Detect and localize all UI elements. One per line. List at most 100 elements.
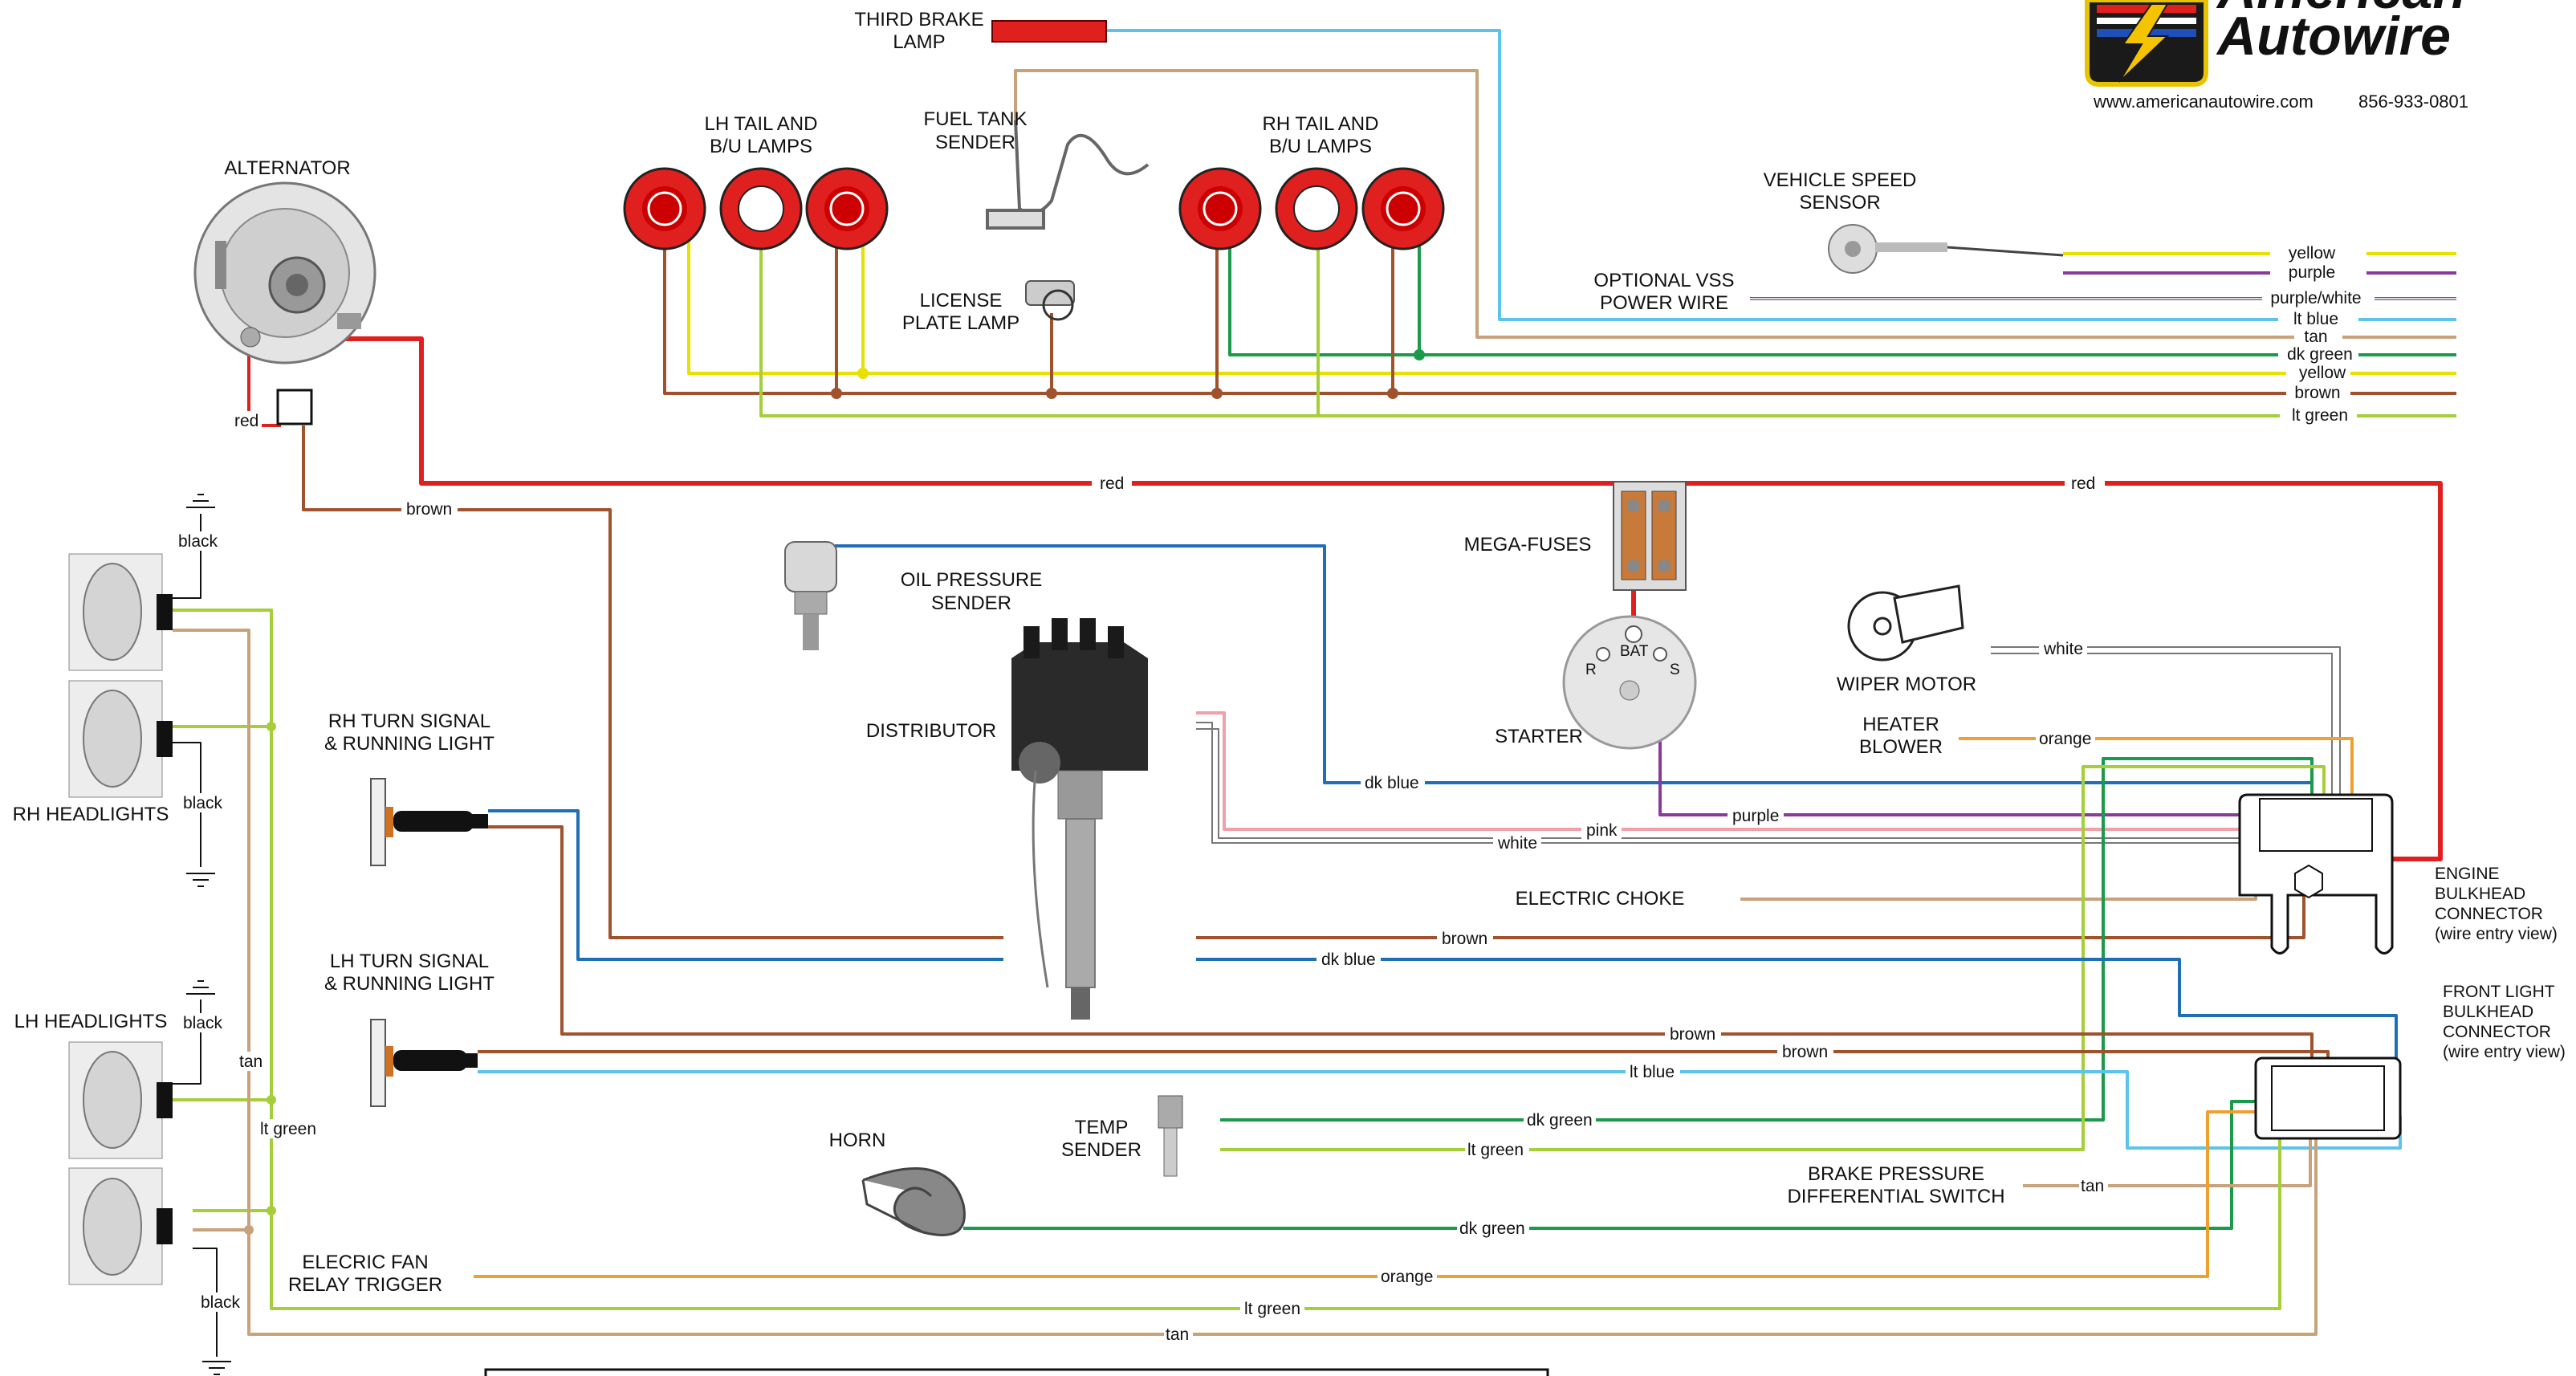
vehicle-speed-sensor-icon xyxy=(1828,224,2064,274)
svg-text:orange: orange xyxy=(2039,730,2091,748)
label-heater-1: HEATER xyxy=(1862,714,1939,735)
wire-label: red xyxy=(2065,474,2105,493)
svg-text:lt green: lt green xyxy=(1467,1141,1524,1159)
wire-ltgreen-bulk xyxy=(1220,765,2326,1151)
svg-text:purple/white: purple/white xyxy=(2270,289,2361,307)
wire-label: tan xyxy=(2294,328,2342,346)
starter-icon xyxy=(1562,615,1697,750)
wire-ground-3 xyxy=(173,999,201,1085)
wire-label: purple xyxy=(1728,806,1784,825)
lh-turn-signal-icon xyxy=(370,1019,478,1107)
wire-dist-white xyxy=(1196,722,2368,844)
headlights xyxy=(68,553,173,1285)
svg-text:lt green: lt green xyxy=(1244,1300,1300,1318)
wire-label: dk green xyxy=(1524,1110,1596,1130)
label-third-brake-1: THIRD BRAKE xyxy=(854,9,983,31)
lamp-icon xyxy=(805,167,889,250)
label-engine-bulkhead-3: CONNECTOR xyxy=(2435,905,2543,923)
rh-tail-lamps xyxy=(1178,167,1445,250)
label-third-brake-2: LAMP xyxy=(893,31,945,53)
wire-label: brown xyxy=(401,499,458,519)
lamp-icon xyxy=(1275,167,1358,250)
distributor-icon xyxy=(1011,618,1148,1020)
wire-tail-lt-green xyxy=(759,241,2456,417)
license-plate-lamp-icon xyxy=(1025,280,1075,321)
svg-text:tan: tan xyxy=(2304,328,2327,346)
brand-name-line1: American xyxy=(2216,0,2466,20)
wire-fuel-tan xyxy=(1014,69,2456,339)
svg-text:tan: tan xyxy=(1166,1325,1189,1344)
headlight-icon xyxy=(68,1167,173,1285)
label-mega-fuses: MEGA-FUSES xyxy=(1464,534,1592,556)
wire-label: red xyxy=(1092,474,1132,493)
wire-label: tan xyxy=(2079,1176,2108,1195)
wire-lh-turn-brown xyxy=(478,1050,2330,1072)
label-starter-r: R xyxy=(1585,662,1597,678)
label-lh-turn-1: LH TURN SIGNAL xyxy=(330,951,489,972)
wire-starter-purple xyxy=(1658,654,2336,816)
svg-text:black: black xyxy=(201,1293,241,1312)
svg-text:pink: pink xyxy=(1586,821,1618,840)
headlight-icon xyxy=(68,553,173,671)
wire-label: brown xyxy=(1665,1024,1721,1044)
label-wiper: WIPER MOTOR xyxy=(1837,674,1976,695)
svg-text:dk green: dk green xyxy=(1459,1219,1525,1238)
wire-label: purple/white xyxy=(2262,289,2375,307)
front-light-bulkhead-connector xyxy=(2254,1056,2402,1140)
wire-choke-tan xyxy=(1740,845,2312,901)
label-rh-turn-2: & RUNNING LIGHT xyxy=(324,733,494,755)
label-engine-bulkhead-1: ENGINE xyxy=(2435,865,2500,883)
wire-wiper-white xyxy=(1991,646,2341,803)
ground-symbols xyxy=(186,494,231,1375)
wire-rh-turn-dk-blue xyxy=(488,809,1003,961)
label-license-2: PLATE LAMP xyxy=(902,312,1019,334)
wire-label: orange xyxy=(1378,1267,1437,1286)
wire-lh-turn-lt-blue xyxy=(478,1070,2402,1150)
ground-icon xyxy=(186,873,215,887)
fuel-tank-sender-icon xyxy=(986,120,1150,230)
label-electric-choke: ELECTRIC CHOKE xyxy=(1516,888,1685,910)
alternator-plug-icon xyxy=(276,389,313,425)
ground-icon xyxy=(186,494,215,508)
wire-label: dk blue xyxy=(1316,950,1381,969)
temp-sender-icon xyxy=(1158,1095,1183,1177)
svg-text:orange: orange xyxy=(1381,1268,1433,1286)
horn-icon xyxy=(861,1167,966,1236)
label-vss-2: SENSOR xyxy=(1799,192,1880,214)
lamp-icon xyxy=(1361,167,1445,250)
svg-text:dk green: dk green xyxy=(2287,345,2353,364)
svg-text:brown: brown xyxy=(1670,1025,1715,1044)
brand-name-line2: Autowire xyxy=(2216,6,2451,67)
svg-text:brown: brown xyxy=(2294,384,2340,402)
label-lh-headlights: LH HEADLIGHTS xyxy=(14,1011,168,1032)
svg-text:red: red xyxy=(2071,474,2095,493)
wire-label: tan xyxy=(237,1052,266,1071)
label-front-bulkhead-3: CONNECTOR xyxy=(2443,1023,2551,1041)
wire-dist-white-b xyxy=(1196,728,2368,839)
svg-text:dk blue: dk blue xyxy=(1365,774,1419,792)
brand-logo: American Autowire www.americanautowire.c… xyxy=(2085,0,2468,112)
junction-dots xyxy=(244,349,1425,1235)
label-fan-1: ELECRIC FAN xyxy=(302,1252,428,1273)
label-fuel-tank-2: SENDER xyxy=(935,132,1015,153)
wire-horn-dk-green xyxy=(963,1100,2272,1230)
svg-text:red: red xyxy=(234,412,258,430)
label-fuel-tank-1: FUEL TANK xyxy=(924,108,1028,130)
label-rh-turn-1: RH TURN SIGNAL xyxy=(328,710,490,732)
label-vss-power-2: POWER WIRE xyxy=(1600,292,1728,314)
label-front-bulkhead-2: BULKHEAD xyxy=(2443,1003,2533,1021)
wire-label: brown xyxy=(1777,1042,1833,1061)
svg-text:yellow: yellow xyxy=(2289,244,2336,263)
label-alternator: ALTERNATOR xyxy=(224,157,350,179)
wire-rh-turn-brown xyxy=(488,825,2314,1072)
wire-label: white xyxy=(1493,833,1541,853)
wire-label: white xyxy=(2039,639,2087,658)
lh-tail-lamps xyxy=(623,167,889,250)
wire-dist-pink xyxy=(1196,711,2368,831)
wire-label: lt green xyxy=(1465,1140,1529,1159)
svg-text:brown: brown xyxy=(1782,1043,1828,1061)
wire-wiper-white-b xyxy=(1991,653,2333,803)
wire-third-brake-lt-blue xyxy=(1106,29,2456,321)
svg-text:dk blue: dk blue xyxy=(1321,951,1376,969)
